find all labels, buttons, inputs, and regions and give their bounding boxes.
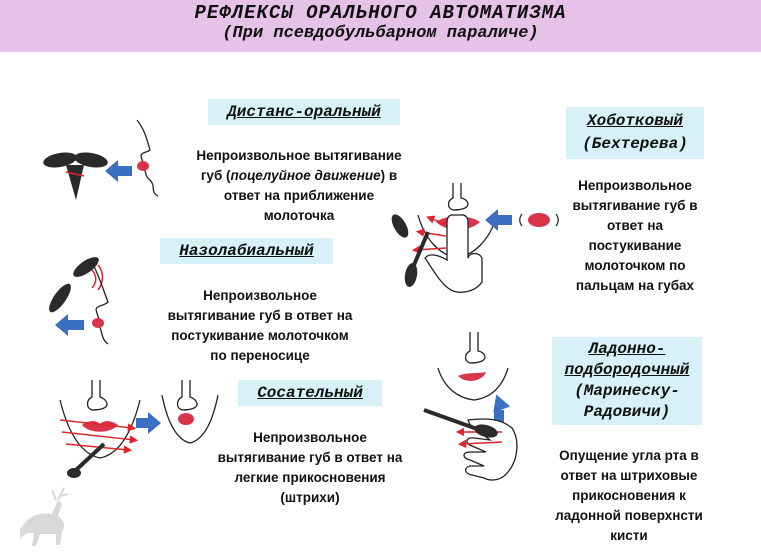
desc-line: Непроизвольное вытягивание [196,148,402,163]
nasolabial-description: Непроизвольное вытягивание губ в ответ н… [140,286,380,366]
sucking-illustration [59,380,219,478]
blue-arrow-icon [55,314,84,336]
palmomental-title-line2: подбородочный [564,361,690,379]
face-sketch-icon [161,380,219,444]
proboscis-title-line2: (Бехтерева) [582,135,688,153]
desc-line: пальцам на губах [575,278,695,293]
desc-line: ответ на [607,218,663,233]
page-title: РЕФЛЕКСЫ ОРАЛЬНОГО АВТОМАТИЗМА [194,2,567,24]
reflex-hammer-icon [423,408,498,438]
sucking-title: Сосательный [238,380,382,406]
blue-arrow-icon [493,394,511,422]
blue-arrow-icon [485,209,512,231]
desc-line: вытягивание губ в [572,198,698,213]
desc-line: ответ на штриховые [560,468,698,483]
palmomental-title-line1: Ладонно- [588,340,666,358]
lips-icon [458,372,486,381]
nasolabial-title: Назолабиальный [160,238,333,264]
desc-line: по переносице [210,348,310,363]
desc-line: Непроизвольное [253,430,367,445]
desc-italic-text: поцелуйное движение [230,168,381,183]
desc-text: губ ( [200,168,231,183]
desc-text: ) в [380,168,398,183]
desc-line: кисти [610,528,648,543]
lips-icon [178,413,194,425]
nasolabial-title-text: Назолабиальный [179,242,314,260]
desc-line: прикосновения к [572,488,686,503]
lips-icon [92,318,104,328]
palmomental-title-line3: (Маринеску- [574,382,680,400]
desc-line: ответ на приближение [223,188,375,203]
proboscis-title: Хоботковый (Бехтерева) [566,107,704,159]
desc-line: Непроизвольное [578,178,692,193]
deer-watermark-icon [20,487,69,546]
desc-line: вытягивание губ в ответ на [167,308,353,323]
distance-oral-title-text: Дистанс-оральный [227,103,381,121]
lips-icon [528,213,550,227]
desc-line: (штрихи) [280,490,340,505]
face-sketch-icon [437,332,509,401]
hand-sketch-icon [463,418,518,481]
proboscis-description: Непроизвольное вытягивание губ в ответ н… [560,176,710,296]
distance-oral-title: Дистанс-оральный [208,99,400,125]
blue-arrow-icon [136,412,161,434]
nasolabial-illustration [49,257,109,345]
palmomental-title-line4: Радовичи) [583,403,671,421]
reflex-hammer-icon [49,257,99,313]
proboscis-illustration [391,183,559,293]
desc-line: Опущение угла рта в [559,448,699,463]
reflex-hammer-icon [67,442,106,478]
face-sketch-icon [136,119,159,197]
desc-line: легкие прикосновения [234,470,386,485]
reflex-hammer-icon [43,152,108,200]
blue-arrow-icon [105,160,132,182]
lips-icon [137,161,149,171]
palmomental-title: Ладонно- подбородочный (Маринеску- Радов… [552,337,702,425]
desc-line: Непроизвольное [203,288,317,303]
page-header: РЕФЛЕКСЫ ОРАЛЬНОГО АВТОМАТИЗМА (При псев… [0,0,761,52]
desc-line: молоточком по [584,258,686,273]
page-subtitle: (При псевдобульбарном параличе) [222,24,539,43]
distance-oral-illustration [43,119,159,200]
sucking-description: Непроизвольное вытягивание губ в ответ н… [190,428,430,508]
palmomental-description: Опущение угла рта в ответ на штриховые п… [540,446,718,546]
reflex-hammer-icon [391,214,430,287]
desc-line: вытягивание губ в ответ на [217,450,403,465]
proboscis-title-line1: Хоботковый [586,112,683,130]
hand-sketch-icon [424,214,483,293]
desc-line: молоточка [263,208,335,223]
desc-line: ладонной поверхнсти [555,508,703,523]
desc-line: постукивание молоточком [171,328,349,343]
distance-oral-description: Непроизвольное вытягивание губ (поцелуйн… [172,146,426,226]
palmomental-illustration [423,332,518,481]
sucking-title-text: Сосательный [257,384,363,402]
desc-line: губ (поцелуйное движение) в [172,166,426,186]
desc-line: постукивание [588,238,682,253]
